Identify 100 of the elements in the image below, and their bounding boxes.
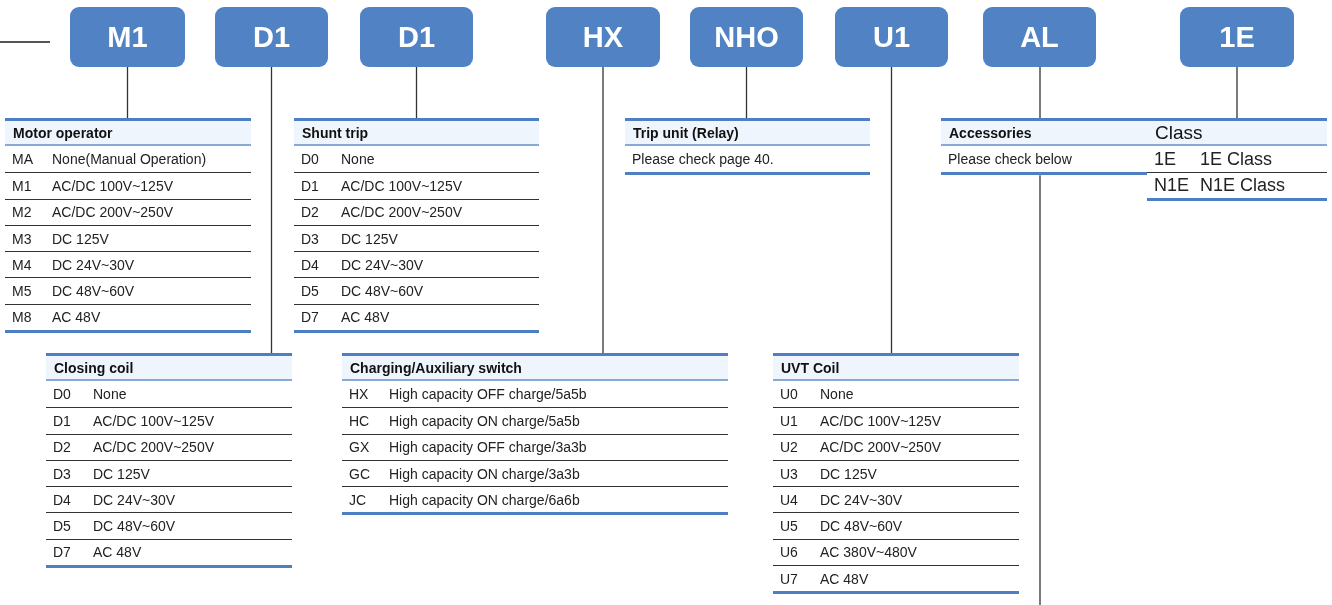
option-description: DC 24V~30V (820, 491, 903, 508)
option-description: AC/DC 200V~250V (93, 439, 215, 456)
table-heading: Class (1147, 118, 1327, 146)
option-description: AC/DC 100V~125V (93, 412, 215, 429)
note-text: Please check below (947, 151, 1072, 168)
option-description: AC/DC 200V~250V (341, 204, 463, 221)
option-description: AC/DC 200V~250V (52, 204, 174, 221)
option-code: U1 (779, 412, 799, 429)
option-description: None (341, 151, 375, 168)
option-description: DC 48V~60V (820, 518, 903, 535)
option-description: AC 48V (52, 309, 101, 326)
option-description: AC 380V~480V (820, 544, 917, 561)
option-description: High capacity ON charge/6a6b (389, 491, 580, 508)
option-description: DC 48V~60V (341, 283, 424, 300)
connector-line (1039, 66, 1041, 119)
option-description: 1E Class (1200, 148, 1273, 170)
option-code: M1 (11, 177, 33, 194)
table-heading: Charging/Auxiliary switch (342, 353, 728, 381)
connector-line (602, 66, 604, 354)
option-code: D1 (52, 412, 72, 429)
option-table (941, 118, 1150, 176)
option-code: D1 (300, 177, 320, 194)
code-box: HX (546, 7, 660, 67)
option-description: AC 48V (93, 544, 142, 561)
option-code: D3 (300, 230, 320, 247)
option-code: D4 (52, 491, 72, 508)
option-code: D4 (300, 256, 320, 273)
option-code: D0 (52, 386, 72, 403)
option-description: AC/DC 200V~250V (820, 439, 942, 456)
option-code: HC (348, 412, 371, 429)
connector-line (270, 66, 273, 354)
option-description: DC 125V (341, 230, 398, 247)
option-code: M3 (11, 230, 33, 247)
option-description: DC 125V (52, 230, 109, 247)
option-code: MA (11, 151, 34, 168)
option-description: DC 48V~60V (52, 283, 135, 300)
option-code: U7 (779, 570, 799, 587)
table-heading: Accessories (941, 118, 1150, 146)
option-description: AC 48V (341, 309, 390, 326)
option-description: DC 24V~30V (93, 491, 176, 508)
code-box: AL (983, 7, 1096, 67)
option-code: U3 (779, 465, 799, 482)
option-description: AC/DC 100V~125V (341, 177, 463, 194)
option-code: D7 (300, 309, 320, 326)
option-code: M4 (11, 256, 33, 273)
option-code: 1E (1153, 148, 1178, 170)
table-heading: Motor operator (5, 118, 251, 146)
option-code: U5 (779, 518, 799, 535)
option-description: High capacity OFF charge/5a5b (389, 386, 587, 403)
option-code: JC (348, 491, 368, 508)
code-box: NHO (690, 7, 803, 67)
option-description: High capacity ON charge/5a5b (389, 412, 580, 429)
option-code: HX (348, 386, 370, 403)
option-code: M8 (11, 309, 33, 326)
option-code: GC (348, 465, 371, 482)
option-description: DC 24V~30V (341, 256, 424, 273)
option-code: U4 (779, 491, 799, 508)
option-description: N1E Class (1200, 175, 1286, 196)
option-code: D2 (52, 439, 72, 456)
connector-line (1236, 66, 1238, 119)
option-code: D3 (52, 465, 72, 482)
table-heading: UVT Coil (773, 353, 1019, 381)
option-description: High capacity OFF charge/3a3b (389, 439, 587, 456)
option-description: AC/DC 100V~125V (52, 177, 174, 194)
connector-line (1039, 174, 1041, 605)
option-description: None(Manual Operation) (52, 151, 207, 168)
option-description: High capacity ON charge/3a3b (389, 465, 580, 482)
option-description: DC 125V (93, 465, 150, 482)
connector-line (745, 66, 748, 119)
code-box: D1 (360, 7, 473, 67)
option-code: U0 (779, 386, 799, 403)
option-code: D7 (52, 544, 72, 561)
note-text: Please check page 40. (631, 151, 774, 168)
code-box: 1E (1180, 7, 1294, 67)
option-code: M5 (11, 283, 33, 300)
option-code: U6 (779, 544, 799, 561)
option-code: D2 (300, 204, 320, 221)
option-code: U2 (779, 439, 799, 456)
option-table (625, 118, 870, 176)
code-box: U1 (835, 7, 948, 67)
option-description: DC 48V~60V (93, 518, 176, 535)
connector-line (890, 66, 893, 354)
code-box: D1 (215, 7, 328, 67)
table-heading: Trip unit (Relay) (625, 118, 870, 146)
table-heading: Closing coil (46, 353, 292, 381)
option-code: N1E (1153, 175, 1190, 196)
option-description: DC 125V (820, 465, 877, 482)
connector-line (415, 66, 418, 119)
code-box: M1 (70, 7, 185, 67)
option-description: AC 48V (820, 570, 869, 587)
option-code: D0 (300, 151, 320, 168)
option-description: None (93, 386, 127, 403)
option-code: D5 (52, 518, 72, 535)
option-code: M2 (11, 204, 33, 221)
connector-line (126, 66, 129, 119)
table-heading: Shunt trip (294, 118, 539, 146)
option-code: GX (348, 439, 371, 456)
option-code: D5 (300, 283, 320, 300)
option-description: AC/DC 100V~125V (820, 412, 942, 429)
option-description: DC 24V~30V (52, 256, 135, 273)
